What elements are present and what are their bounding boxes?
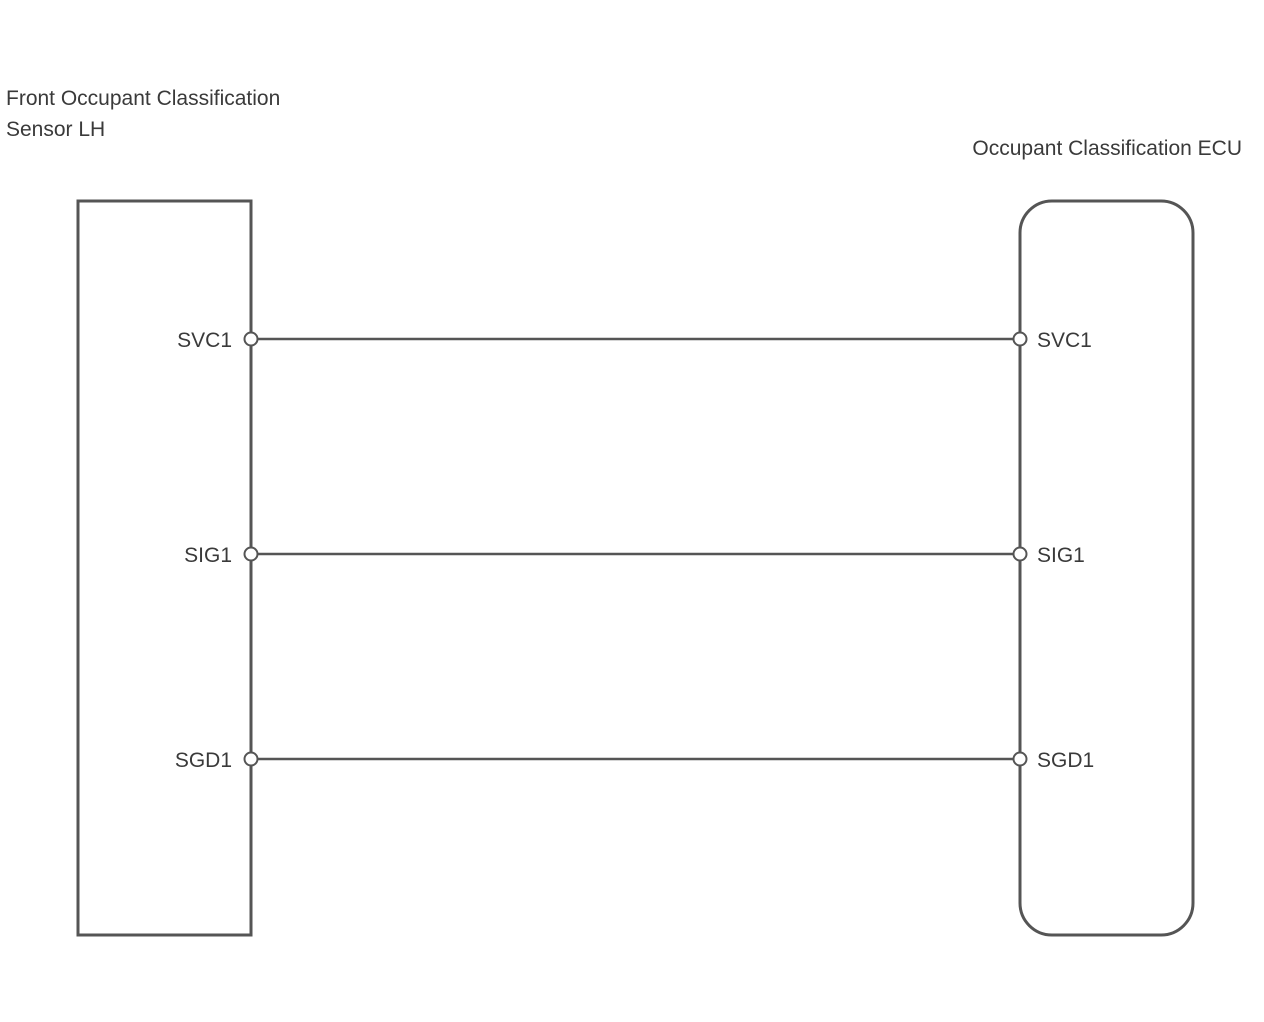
right-terminal-sgd1 <box>1012 751 1028 767</box>
left-pin-label-svc1: SVC1 <box>177 329 232 352</box>
left-component-title-line1: Front Occupant Classification <box>6 87 280 110</box>
left-terminal-sig1 <box>243 546 259 562</box>
right-terminal-svc1 <box>1012 331 1028 347</box>
right-component-box <box>1018 199 1195 937</box>
left-pin-label-sig1: SIG1 <box>184 544 232 567</box>
right-pin-label-sgd1: SGD1 <box>1037 749 1094 772</box>
right-pin-label-svc1: SVC1 <box>1037 329 1092 352</box>
left-terminal-svc1 <box>243 331 259 347</box>
left-component-title-line2: Sensor LH <box>6 118 105 141</box>
right-terminal-sig1 <box>1012 546 1028 562</box>
left-pin-label-sgd1: SGD1 <box>175 749 232 772</box>
right-pin-label-sig1: SIG1 <box>1037 544 1085 567</box>
right-component-title: Occupant Classification ECU <box>972 137 1242 160</box>
left-component-box <box>76 199 253 937</box>
left-terminal-sgd1 <box>243 751 259 767</box>
